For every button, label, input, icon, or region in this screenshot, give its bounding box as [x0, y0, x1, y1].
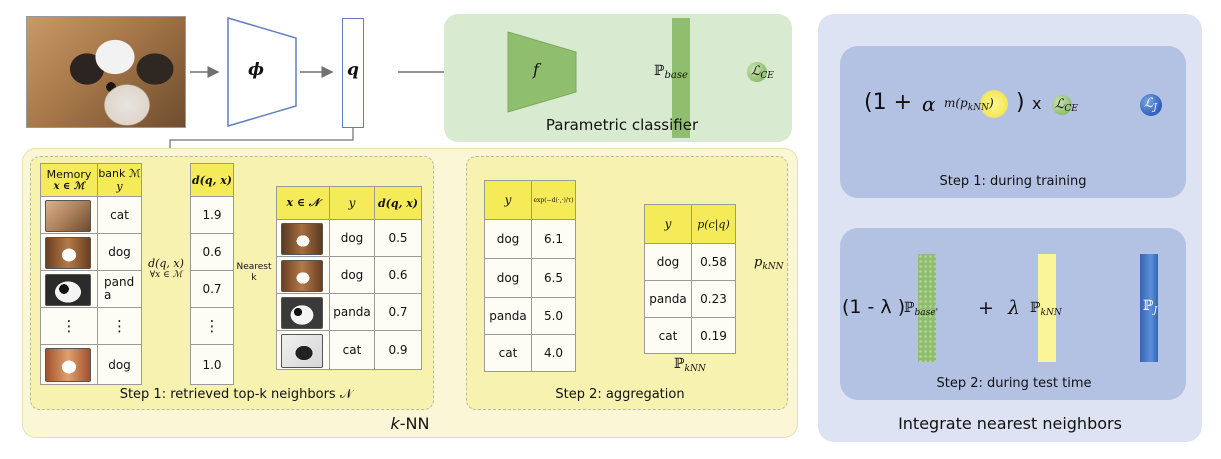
neighbor-label-4: cat	[329, 330, 375, 370]
encoder-label: ϕ	[247, 60, 264, 80]
output-p-1: 0.58	[691, 243, 736, 281]
p-knn-label: pkNN	[754, 255, 784, 272]
output-table: y p(c|q) dog 0.58 panda 0.23 cat 0.19	[644, 204, 736, 354]
loss-ce-circle	[747, 62, 767, 82]
pbase-label: ℙbase	[654, 63, 688, 81]
aggregation-v-2: 6.5	[531, 258, 576, 298]
neighbor-dist-4: 0.9	[374, 330, 422, 370]
test-pbase-label: ℙbase'	[904, 300, 939, 318]
encoder-trapezoid	[227, 16, 297, 128]
aggregation-header-y: y	[484, 180, 532, 220]
training-panel	[840, 46, 1186, 198]
memory-thumb-dog-2	[45, 348, 91, 382]
distance-value-1: 1.9	[190, 196, 234, 234]
aggregation-table: y exp(−d(·,·)/τ) dog 6.1 dog 6.5 panda 5…	[484, 180, 576, 372]
test-open: (1 - λ )	[842, 296, 906, 318]
neighbor-label-1: dog	[329, 219, 375, 257]
memory-row-label-3: pand a	[97, 270, 142, 308]
output-header-p: p(c|q)	[691, 204, 736, 244]
output-y-2: panda	[644, 280, 692, 318]
neighbor-thumb-panda	[281, 297, 323, 329]
aggregation-v-3: 5.0	[531, 297, 576, 335]
knn-title: k-NN	[390, 414, 430, 433]
training-close-paren: )	[1016, 90, 1025, 115]
output-y-3: cat	[644, 317, 692, 354]
memory-row-label-5: dog	[97, 344, 142, 385]
parametric-classifier-title: Parametric classifier	[545, 116, 699, 134]
training-open-paren: (1 +	[864, 90, 913, 115]
training-alpha: α	[922, 92, 936, 116]
distance-value-2: 0.6	[190, 233, 234, 271]
distance-value-5: 1.0	[190, 344, 234, 385]
test-lambda: λ	[1008, 297, 1021, 319]
nearest-k-label: Nearest k	[236, 262, 272, 283]
training-loss-circle	[1052, 95, 1072, 115]
aggregation-y-4: cat	[484, 334, 532, 372]
memory-thumb-dog	[45, 237, 91, 269]
distance-label: d(q, x) ∀x ∈ ℳ	[148, 257, 184, 280]
aggregation-y-2: dog	[484, 258, 532, 298]
training-result-label: ℒJ	[1144, 96, 1157, 113]
memory-thumb-panda	[45, 274, 91, 306]
output-p-2: 0.23	[691, 280, 736, 318]
classifier-label: f	[533, 60, 539, 79]
memory-row-ellipsis-img: ⋮	[40, 307, 98, 345]
neighbor-label-3: panda	[329, 293, 375, 331]
aggregation-v-4: 4.0	[531, 334, 576, 372]
memory-header-y: bank ℳ y	[97, 163, 142, 197]
test-panel	[840, 228, 1186, 400]
output-header-y: y	[644, 204, 692, 244]
memory-row-label-2: dog	[97, 233, 142, 271]
neighbor-thumb-dog-1	[281, 223, 323, 255]
test-pknn-bar	[1038, 254, 1056, 362]
pbase-bar	[672, 18, 690, 138]
neighbors-header-x: x ∈ 𝒩	[276, 186, 330, 220]
aggregation-y-3: panda	[484, 297, 532, 335]
training-caption: Step 1: during training	[939, 174, 1087, 189]
memory-row-label-4: ⋮	[97, 307, 142, 345]
distances-table: d(q, x) 1.9 0.6 0.7 ⋮ 1.0	[190, 163, 234, 385]
query-vector	[342, 18, 364, 128]
aggregation-y-1: dog	[484, 219, 532, 259]
neighbor-thumb-dog-2	[281, 260, 323, 292]
neighbor-label-2: dog	[329, 256, 375, 294]
aggregation-v-1: 6.1	[531, 219, 576, 259]
training-times: x	[1032, 94, 1042, 113]
training-result-circle	[1140, 94, 1162, 116]
neighbor-dist-3: 0.7	[374, 293, 422, 331]
P-knn-label: ℙkNN	[674, 356, 706, 374]
distance-value-3: 0.7	[190, 270, 234, 308]
neighbor-dist-2: 0.6	[374, 256, 422, 294]
training-loss-label: ℒCE	[1055, 97, 1078, 114]
output-p-3: 0.19	[691, 317, 736, 354]
memory-row-label-1: cat	[97, 196, 142, 234]
integrate-title: Integrate nearest neighbors	[898, 414, 1122, 433]
step1-caption: Step 1: retrieved top-k neighbors 𝒩	[119, 387, 353, 402]
test-caption: Step 2: during test time	[936, 376, 1092, 391]
classifier-trapezoid	[507, 31, 577, 113]
distance-value-ellipsis: ⋮	[190, 307, 234, 345]
training-m-highlight	[980, 90, 1008, 118]
query-label: q	[347, 60, 359, 80]
output-y-1: dog	[644, 243, 692, 281]
training-m-term: m(pkNN)	[944, 96, 994, 113]
aggregation-header-exp: exp(−d(·,·)/τ)	[531, 180, 576, 220]
memory-thumb-cat	[45, 200, 91, 232]
loss-ce-label: ℒCE	[751, 64, 774, 81]
input-dog-image	[26, 16, 186, 128]
distances-header: d(q, x)	[190, 163, 234, 197]
memory-header-x: Memory x ∈ ℳ	[40, 163, 98, 197]
test-result-bar	[1140, 254, 1158, 362]
neighbors-header-y: y	[329, 186, 375, 220]
test-plus: +	[978, 297, 994, 319]
neighbors-header-d: d(q, x)	[374, 186, 422, 220]
neighbor-dist-1: 0.5	[374, 219, 422, 257]
test-pbase-bar	[918, 254, 936, 362]
step2-aggregation-caption: Step 2: aggregation	[555, 387, 685, 402]
parametric-classifier-panel	[444, 14, 792, 142]
test-pknn-label: ℙkNN	[1030, 300, 1062, 318]
neighbor-thumb-cat	[281, 334, 323, 368]
test-result-label: ℙJ	[1143, 298, 1158, 316]
